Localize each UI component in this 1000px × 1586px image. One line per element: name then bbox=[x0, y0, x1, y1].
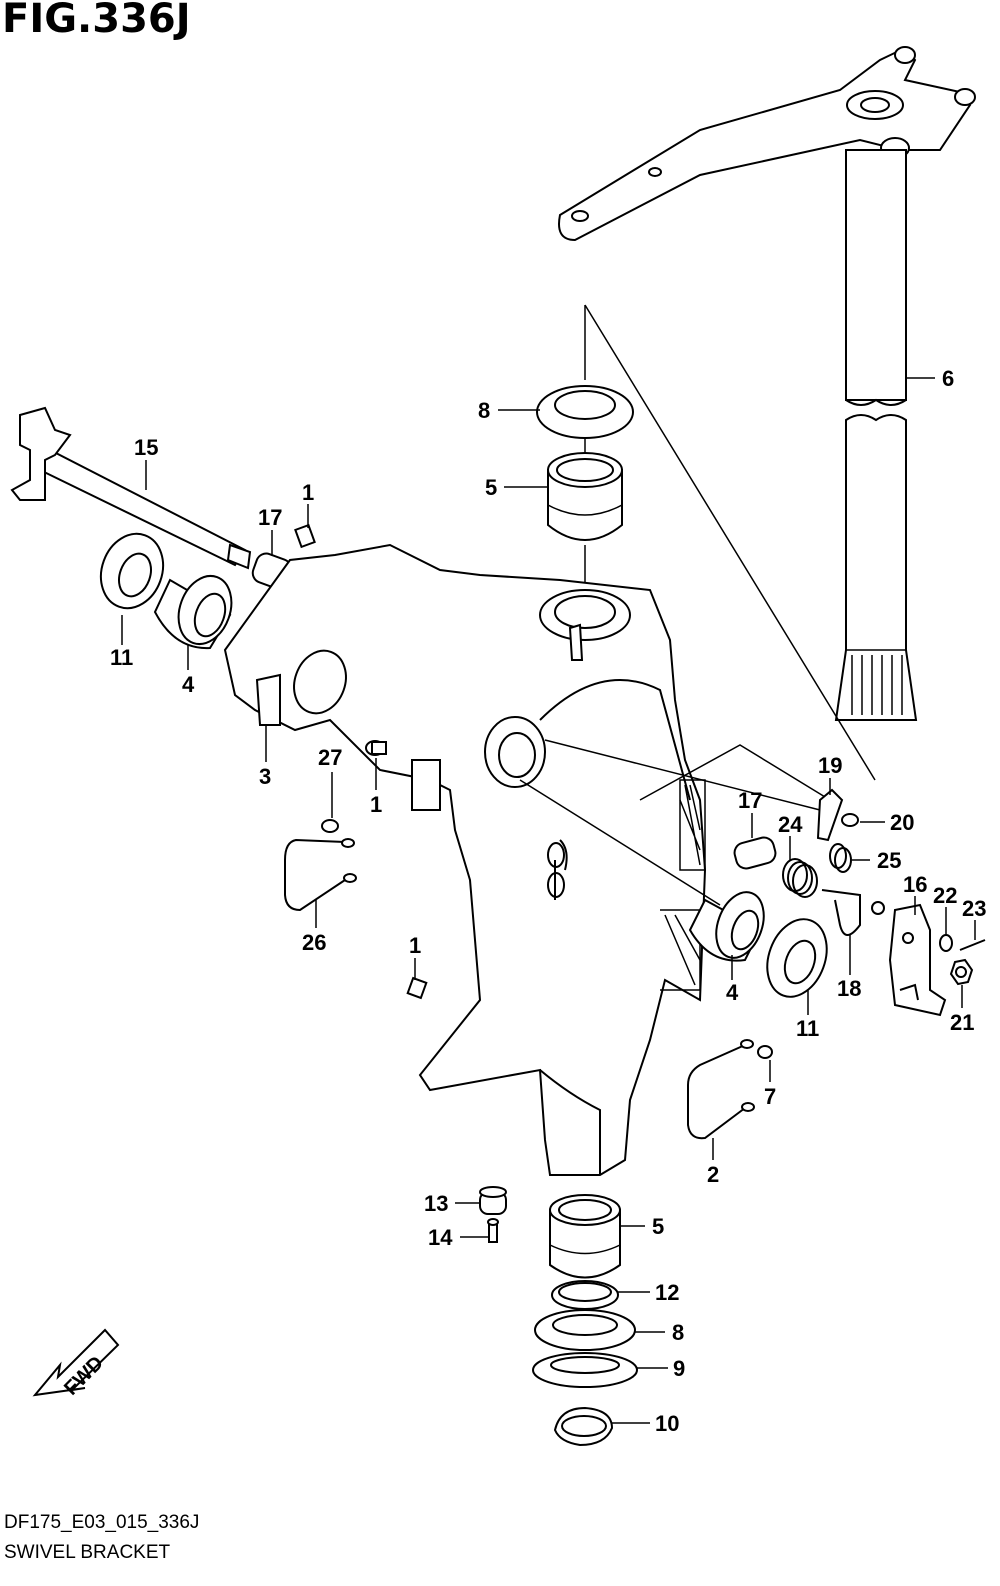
callout-7: 7 bbox=[764, 1084, 776, 1109]
bolt-27 bbox=[321, 819, 339, 833]
callout-2: 2 bbox=[707, 1162, 719, 1187]
screw-7 bbox=[757, 1045, 773, 1059]
washer-left bbox=[99, 532, 165, 610]
shim-9 bbox=[532, 1352, 638, 1388]
tilt-tube bbox=[10, 406, 252, 570]
grease-fitting-middle bbox=[365, 740, 387, 756]
grease-fitting-top bbox=[294, 523, 316, 549]
bushing-left bbox=[153, 575, 233, 650]
callout-17-right: 17 bbox=[738, 788, 762, 813]
washer-22 bbox=[939, 934, 953, 952]
steering-arm bbox=[558, 46, 976, 242]
callout-3: 3 bbox=[259, 764, 271, 789]
washer-bottom bbox=[534, 1309, 636, 1351]
washer-top bbox=[536, 385, 634, 439]
callout-8-top: 8 bbox=[478, 398, 490, 423]
washer-right bbox=[766, 918, 828, 998]
callout-19: 19 bbox=[818, 753, 842, 778]
callout-21: 21 bbox=[950, 1010, 974, 1035]
callout-26: 26 bbox=[302, 930, 326, 955]
callout-6: 6 bbox=[942, 366, 954, 391]
callout-1-top: 1 bbox=[302, 480, 314, 505]
bushing-top bbox=[547, 452, 623, 541]
callout-15: 15 bbox=[134, 435, 158, 460]
callout-20: 20 bbox=[890, 810, 914, 835]
screw-14 bbox=[487, 1218, 499, 1243]
bushing-right bbox=[688, 891, 765, 962]
callout-23: 23 bbox=[962, 896, 986, 921]
ring-12 bbox=[551, 1280, 619, 1310]
callout-25: 25 bbox=[877, 848, 901, 873]
callout-5-top: 5 bbox=[485, 475, 497, 500]
screw-20 bbox=[841, 813, 859, 827]
fwd-arrow-icon: FWD bbox=[32, 1328, 120, 1400]
bond-wire-left bbox=[284, 838, 357, 912]
grease-fitting-lower bbox=[406, 976, 428, 1000]
callout-10: 10 bbox=[655, 1411, 679, 1436]
callout-16: 16 bbox=[903, 872, 927, 897]
bracket-19 bbox=[816, 788, 844, 842]
callout-22: 22 bbox=[933, 883, 957, 908]
callout-12: 12 bbox=[655, 1280, 679, 1305]
callout-17-left: 17 bbox=[258, 505, 282, 530]
stopper-13 bbox=[479, 1186, 507, 1215]
snap-ring-10 bbox=[553, 1406, 614, 1447]
callout-4-right: 4 bbox=[726, 980, 739, 1005]
callout-27: 27 bbox=[318, 745, 342, 770]
swivel-bracket-body bbox=[223, 543, 707, 1176]
callout-1-lower: 1 bbox=[409, 933, 421, 958]
nut-21 bbox=[949, 958, 974, 986]
callout-11-left: 11 bbox=[110, 645, 133, 670]
callout-5-bottom: 5 bbox=[652, 1214, 664, 1239]
callout-24: 24 bbox=[778, 812, 803, 837]
callout-8-bottom: 8 bbox=[672, 1320, 684, 1345]
lever-18 bbox=[821, 889, 885, 936]
figure-code: DF175_E03_015_336J bbox=[4, 1512, 200, 1533]
callout-9: 9 bbox=[673, 1356, 685, 1381]
spring-24 bbox=[782, 858, 818, 898]
bond-wire-right bbox=[687, 1039, 755, 1140]
callout-4-left: 4 bbox=[182, 672, 195, 697]
figure-name: SWIVEL BRACKET bbox=[4, 1542, 171, 1563]
bushing-17-right bbox=[733, 836, 777, 870]
cotter-pin-23 bbox=[959, 939, 986, 951]
leader-lines bbox=[121, 377, 976, 1424]
callout-14: 14 bbox=[428, 1225, 453, 1250]
callout-1-middle: 1 bbox=[370, 792, 382, 817]
plate-16 bbox=[888, 903, 947, 1017]
steering-shaft bbox=[834, 149, 918, 721]
callout-numbers: 6 8 15 5 1 17 11 4 3 27 1 19 17 24 20 25… bbox=[110, 366, 986, 1436]
callout-13: 13 bbox=[424, 1191, 448, 1216]
callout-18: 18 bbox=[837, 976, 861, 1001]
figure-title: FIG.336J bbox=[2, 0, 191, 42]
spring-25 bbox=[829, 843, 852, 873]
bushing-bottom bbox=[549, 1194, 621, 1279]
callout-11-right: 11 bbox=[796, 1016, 819, 1041]
